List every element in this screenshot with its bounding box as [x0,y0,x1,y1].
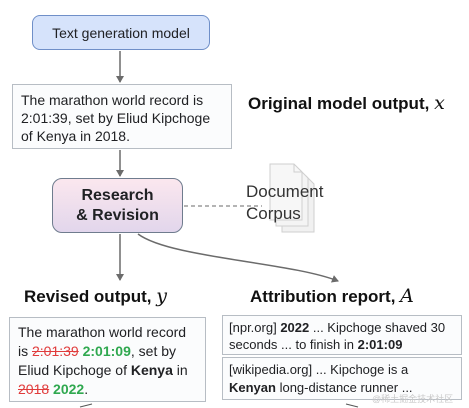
document-corpus-label: Document Corpus [246,181,356,225]
attr2-mid: ... Kipchoge is a [315,362,409,377]
old-time: 2:01:39 [32,343,79,359]
original-output-heading-text: Original model output, [248,94,430,113]
attribution-heading-text: Attribution report, [250,287,396,306]
corpus-line2: Corpus [246,204,301,223]
revised-text-3: in [172,362,188,378]
revised-heading-text: Revised output, [24,287,152,306]
original-output-heading: Original model output, x [248,91,448,116]
document-stack-icon [269,163,315,233]
attribution-item-wikipedia: [wikipedia.org] ... Kipchoge is a Kenyan… [222,357,462,400]
attr1-bold2: 2:01:09 [357,337,403,352]
attr2-bold1: Kenyan [229,380,276,395]
research-revision-box: Research & Revision [52,178,183,233]
original-output-text: The marathon world record is 2:01:39, se… [21,92,211,144]
attr1-bold1: 2022 [280,320,310,335]
attr1-source: [npr.org] [229,320,281,335]
variable-a: A [400,285,414,307]
attribution-report-heading: Attribution report, A [250,285,414,307]
attr1-mid: ... Kipchoge shaved 30 seconds ... to fi… [229,320,446,352]
variable-x: x [434,92,445,114]
variable-y: y [156,285,167,307]
revised-text-2: , set by Eliud Kipchoge of [18,343,177,378]
attribution-item-npr: [npr.org] 2022 ... Kipchoge shaved 30 se… [222,315,462,355]
old-year: 2018 [18,381,50,397]
revised-output-box: The marathon world record is 2:01:39 2:0… [9,317,206,402]
watermark: @稀土掘金技术社区 [372,394,454,404]
revision-label: & Revision [76,206,159,224]
attr2-source: [wikipedia.org] [229,362,316,377]
new-year: 2022 [53,381,85,397]
original-output-box: The marathon world record is 2:01:39, se… [12,84,232,149]
revised-output-heading: Revised output, y [24,285,167,307]
country: Kenya [130,362,173,378]
attr2-end: long-distance runner ... [275,380,413,395]
revised-text-1: The marathon world record is [18,324,187,359]
model-label: Text generation model [52,24,190,41]
research-label: Research [81,186,154,204]
arrow-research-to-attribution [137,233,339,283]
new-time: 2:01:09 [82,343,131,359]
corpus-line1: Document [246,182,324,201]
revised-text-4: . [84,381,89,397]
bottom-edge-marks [79,403,359,408]
text-generation-model-box: Text generation model [32,15,210,50]
